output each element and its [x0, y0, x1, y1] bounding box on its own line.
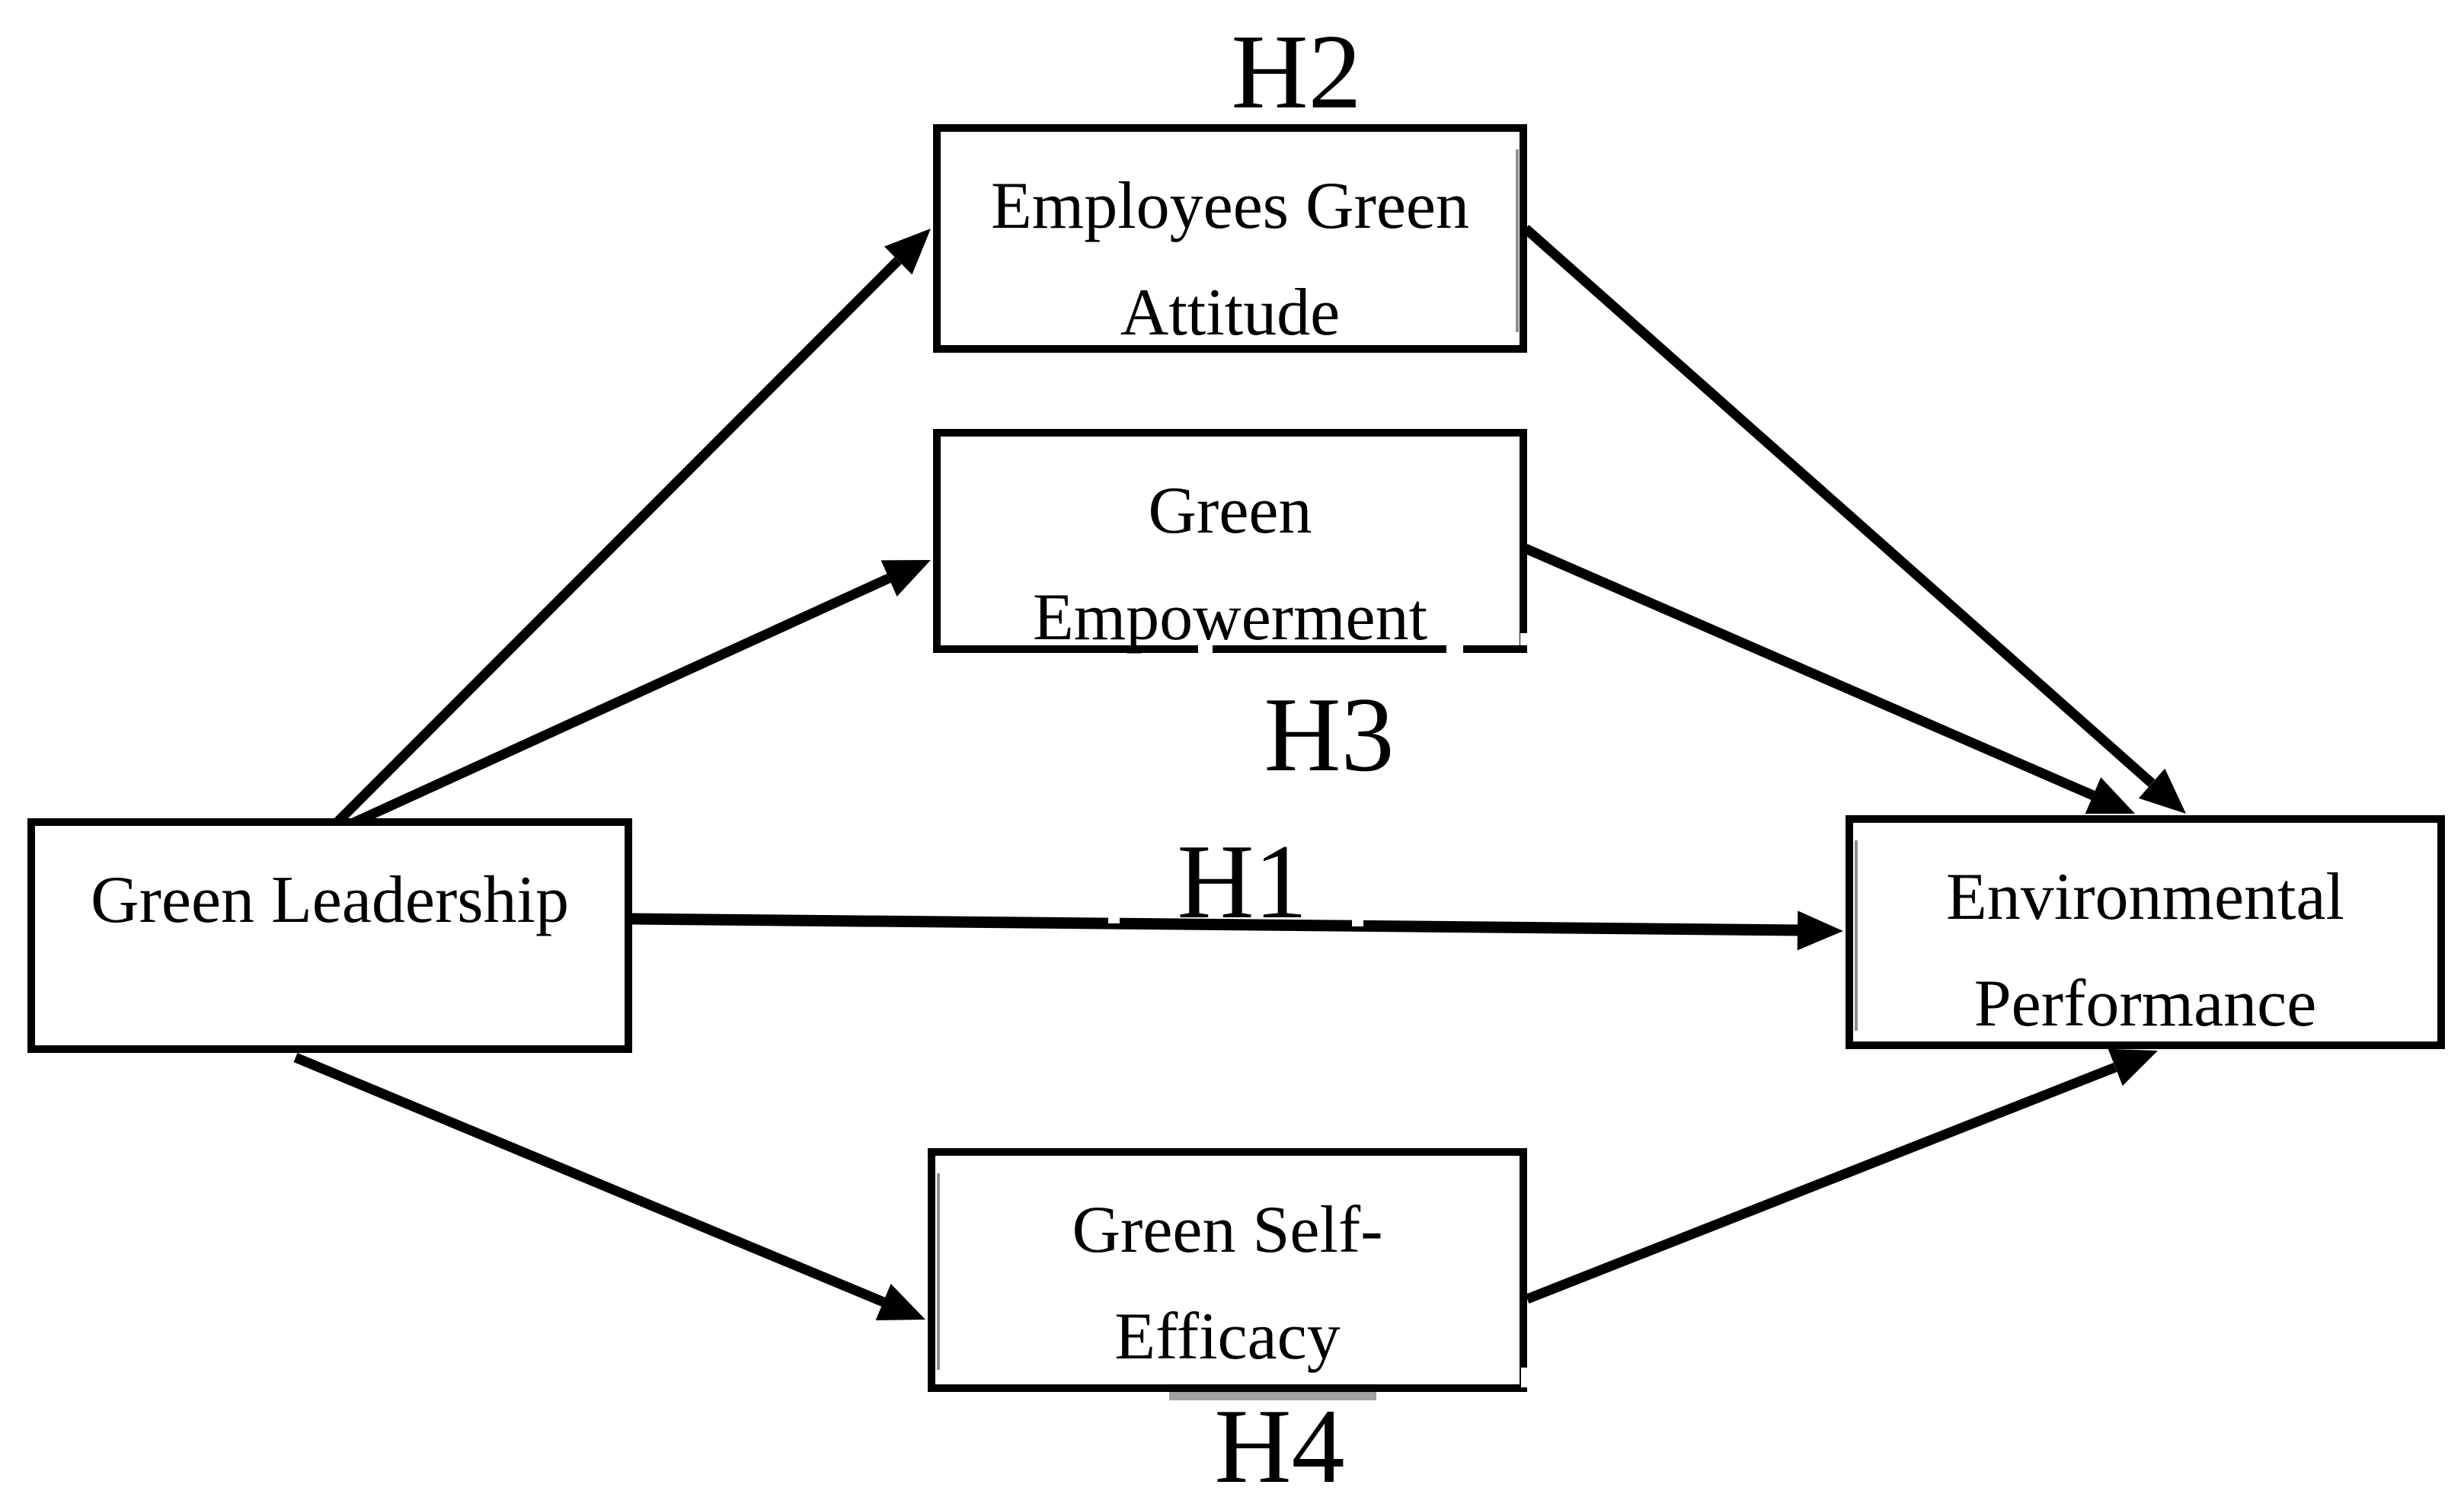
render-artifact — [1108, 914, 1120, 923]
render-artifact — [1352, 917, 1363, 926]
arrow-empowerment-to-performance — [1523, 544, 2135, 814]
arrow-leadership-to-empowerment — [344, 560, 931, 830]
arrow-leadership-to-performance — [631, 910, 1843, 951]
render-artifact — [1855, 840, 1858, 1031]
box-environmental-performance: Environmental Performance — [1846, 815, 2445, 1049]
box-employees-green-attitude: Employees Green Attitude — [933, 124, 1527, 353]
box-green-self-efficacy: Green Self- Efficacy — [928, 1148, 1527, 1392]
arrow-attitude-to-performance — [1522, 225, 2186, 814]
box-label-line: Green Leadership — [91, 863, 569, 937]
box-green-leadership: Green Leadership — [27, 818, 632, 1053]
hypothesis-label-h2: H2 — [1231, 13, 1362, 131]
box-label-line: Environmental — [1946, 860, 2344, 934]
render-artifact — [1198, 645, 1213, 654]
box-label-line: Green — [1148, 474, 1312, 548]
box-label-line: Green Self- — [1072, 1193, 1383, 1267]
hypothesis-label-h3: H3 — [1264, 676, 1395, 794]
arrow-self-efficacy-to-performance — [1525, 1048, 2158, 1304]
render-artifact — [1521, 1368, 1533, 1387]
render-artifact — [937, 1173, 940, 1370]
box-label-line: Attitude — [1120, 276, 1341, 350]
box-label-line: Efficacy — [1114, 1300, 1341, 1374]
render-artifact — [1520, 633, 1532, 645]
hypothesis-label-h4: H4 — [1214, 1387, 1345, 1491]
arrow-leadership-to-self-efficacy — [293, 1052, 925, 1320]
render-artifact — [1446, 645, 1463, 654]
hypothesis-label-h1: H1 — [1177, 823, 1308, 941]
box-green-empowerment: Green Empowerment — [933, 429, 1527, 654]
box-label-line: Employees Green — [991, 169, 1469, 243]
render-artifact — [1516, 149, 1519, 332]
box-label-line: Empowerment — [1032, 581, 1428, 654]
box-label-line: Performance — [1973, 967, 2317, 1041]
arrow-leadership-to-attitude — [324, 229, 931, 836]
render-artifact — [1169, 1392, 1376, 1400]
